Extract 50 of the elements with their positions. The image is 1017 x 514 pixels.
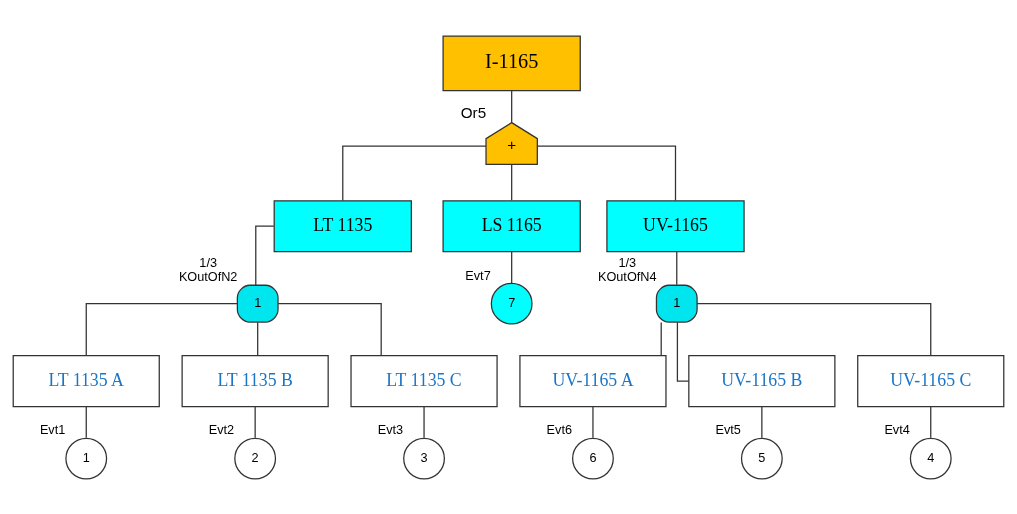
node-label: Evt6 bbox=[546, 422, 572, 437]
node-box: 1 bbox=[236, 284, 279, 323]
connector bbox=[423, 405, 425, 438]
node-box: LT 1135 B bbox=[181, 354, 329, 407]
connector bbox=[930, 405, 932, 438]
connector bbox=[255, 225, 275, 286]
node-box: LS 1165 bbox=[442, 199, 581, 252]
node-box: LT 1135 C bbox=[350, 354, 498, 407]
node-label: Evt3 bbox=[377, 422, 404, 437]
connector bbox=[676, 321, 690, 382]
node-box: UV-1165 A bbox=[519, 354, 667, 407]
node-circle: 7 bbox=[490, 282, 533, 325]
node-box: I-1165 bbox=[442, 34, 581, 91]
node-label: KOutOfN2 bbox=[178, 269, 238, 284]
node-box: UV-1165 C bbox=[857, 354, 1005, 407]
node-label: Evt5 bbox=[715, 422, 741, 437]
node-label: 1/3 bbox=[618, 255, 637, 270]
node-circle: 5 bbox=[740, 437, 783, 480]
node-box: UV-1165 B bbox=[688, 354, 836, 407]
connector bbox=[257, 321, 259, 356]
connector bbox=[511, 163, 513, 201]
node-circle: 6 bbox=[572, 437, 614, 480]
connector bbox=[342, 145, 487, 201]
connector bbox=[85, 302, 238, 356]
node-label: Evt2 bbox=[208, 422, 235, 437]
node-label: Evt4 bbox=[884, 422, 910, 437]
node-circle: 2 bbox=[234, 437, 277, 480]
connector bbox=[761, 405, 763, 438]
connector bbox=[254, 405, 256, 438]
node-box: LT 1135 bbox=[273, 199, 412, 252]
node-label: Or5 bbox=[460, 103, 487, 121]
connector bbox=[592, 405, 594, 438]
node-label: 1/3 bbox=[199, 255, 217, 270]
node-label: KOutOfN4 bbox=[597, 269, 657, 284]
node-circle: 4 bbox=[909, 437, 952, 480]
node-box: UV-1165 bbox=[606, 199, 745, 252]
connector bbox=[511, 89, 513, 123]
node-box: 1 bbox=[655, 284, 698, 323]
connector bbox=[660, 321, 662, 356]
connector bbox=[511, 250, 513, 283]
node-box: LT 1135 A bbox=[12, 354, 160, 407]
connector bbox=[85, 405, 87, 438]
connector bbox=[696, 302, 932, 356]
connector bbox=[536, 145, 677, 201]
node-label: Evt1 bbox=[39, 422, 66, 437]
node-label: Evt7 bbox=[465, 268, 491, 283]
node-circle: 3 bbox=[403, 437, 445, 480]
node-circle: 1 bbox=[65, 437, 108, 480]
connector bbox=[676, 250, 678, 285]
connector bbox=[277, 302, 382, 356]
